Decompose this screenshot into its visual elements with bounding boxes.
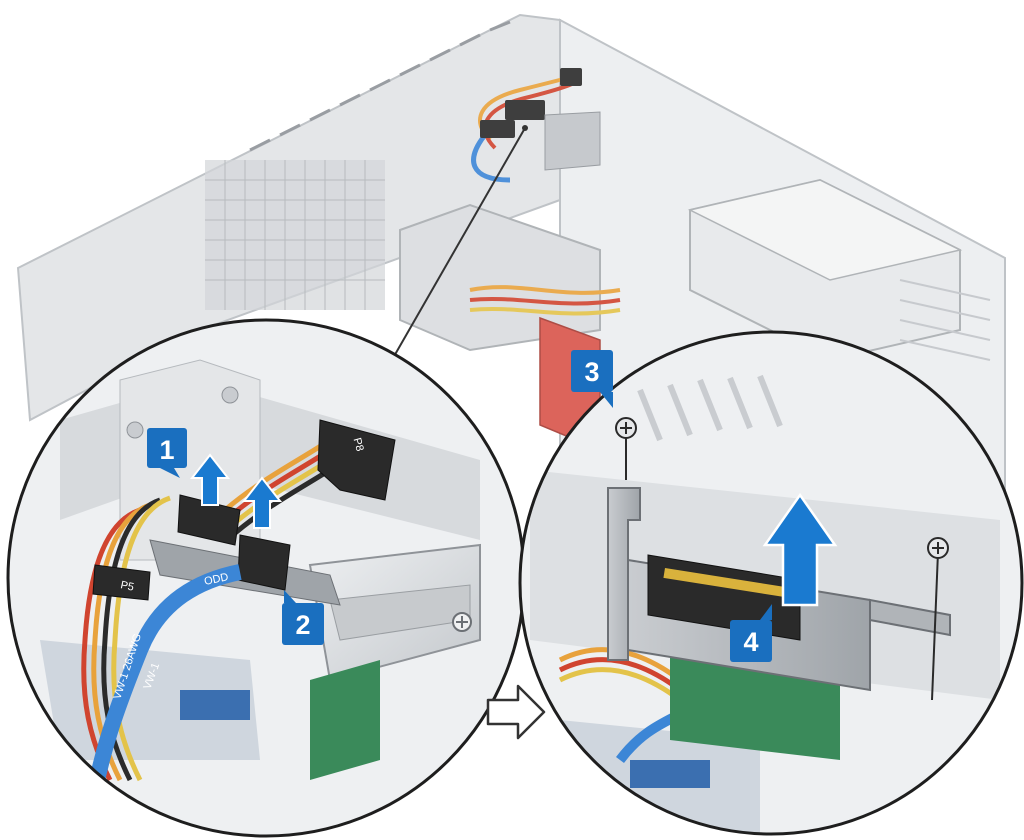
p5-label: P5 bbox=[119, 579, 135, 594]
odd-label: ODD bbox=[203, 571, 229, 588]
power-connector-1 bbox=[177, 494, 241, 546]
up-arrow-icon bbox=[241, 476, 283, 529]
p8-label: P8 bbox=[351, 437, 366, 453]
up-arrow-icon bbox=[762, 492, 838, 607]
step-1-number: 1 bbox=[159, 435, 174, 465]
step-3-callout: 3 bbox=[571, 350, 613, 408]
step-1-callout: 1 bbox=[147, 428, 187, 478]
screw-icon bbox=[927, 537, 949, 701]
left-detail-callout: P8 P5 ODD VW-1 26AWG VW-1 bbox=[6, 318, 526, 838]
step-4-callout: 4 bbox=[730, 604, 772, 662]
vent-slats bbox=[249, 20, 511, 152]
step-3-number: 3 bbox=[584, 357, 599, 387]
data-connector-2 bbox=[237, 534, 291, 591]
step-2-number: 2 bbox=[295, 610, 310, 640]
power-connector-p5: P5 bbox=[92, 564, 151, 601]
power-connector-p8: P8 bbox=[317, 419, 396, 501]
leader-line bbox=[384, 127, 526, 373]
outline-right-arrow-icon bbox=[486, 684, 546, 740]
sata-data-cable bbox=[87, 564, 242, 792]
step-4-number: 4 bbox=[743, 627, 758, 657]
step-2-callout: 2 bbox=[282, 590, 324, 645]
screw-icon bbox=[615, 417, 637, 480]
up-arrow-icon bbox=[189, 453, 231, 506]
leader-anchor bbox=[522, 125, 528, 131]
right-detail-callout bbox=[518, 330, 1024, 836]
